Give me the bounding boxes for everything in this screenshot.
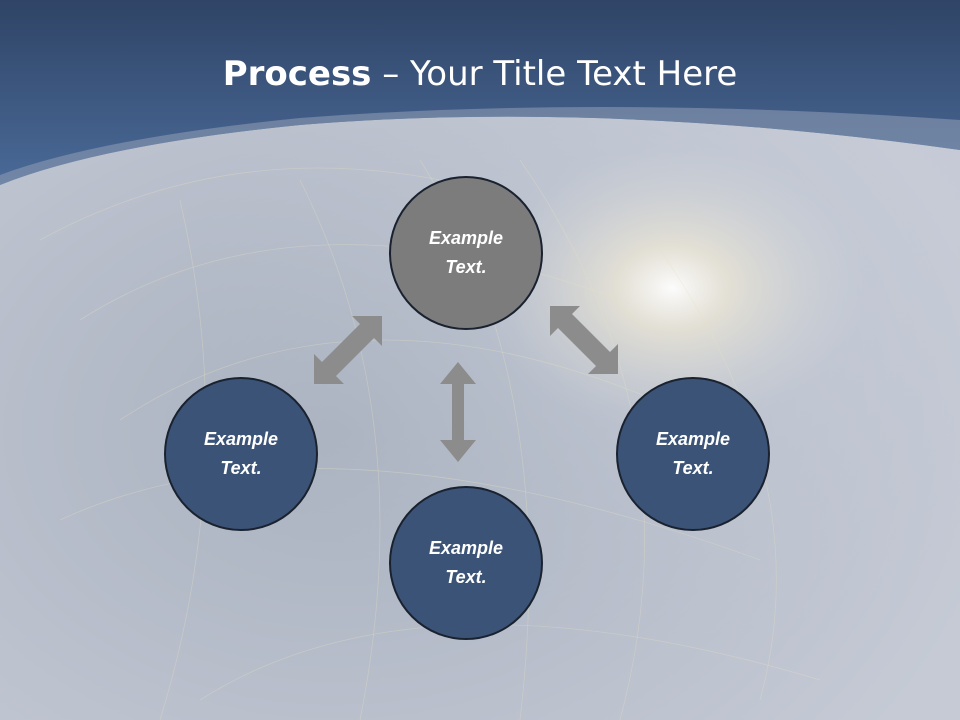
- node-bottom: Example Text.: [389, 486, 543, 640]
- node-left: Example Text.: [164, 377, 318, 531]
- node-right-text: Example Text.: [655, 429, 731, 478]
- title-bold: Process: [222, 54, 372, 94]
- node-bottom-text: Example Text.: [428, 538, 504, 587]
- node-top: Example Text.: [389, 176, 543, 330]
- double-arrow-top-left: [314, 316, 382, 384]
- node-left-text: Example Text.: [203, 429, 279, 478]
- node-top-text: Example Text.: [428, 228, 504, 277]
- slide-title: Process – Your Title Text Here: [0, 52, 960, 96]
- double-arrow-top-right: [550, 306, 618, 374]
- title-rest: – Your Title Text Here: [371, 54, 738, 94]
- double-arrow-vertical: [440, 362, 476, 462]
- node-right: Example Text.: [616, 377, 770, 531]
